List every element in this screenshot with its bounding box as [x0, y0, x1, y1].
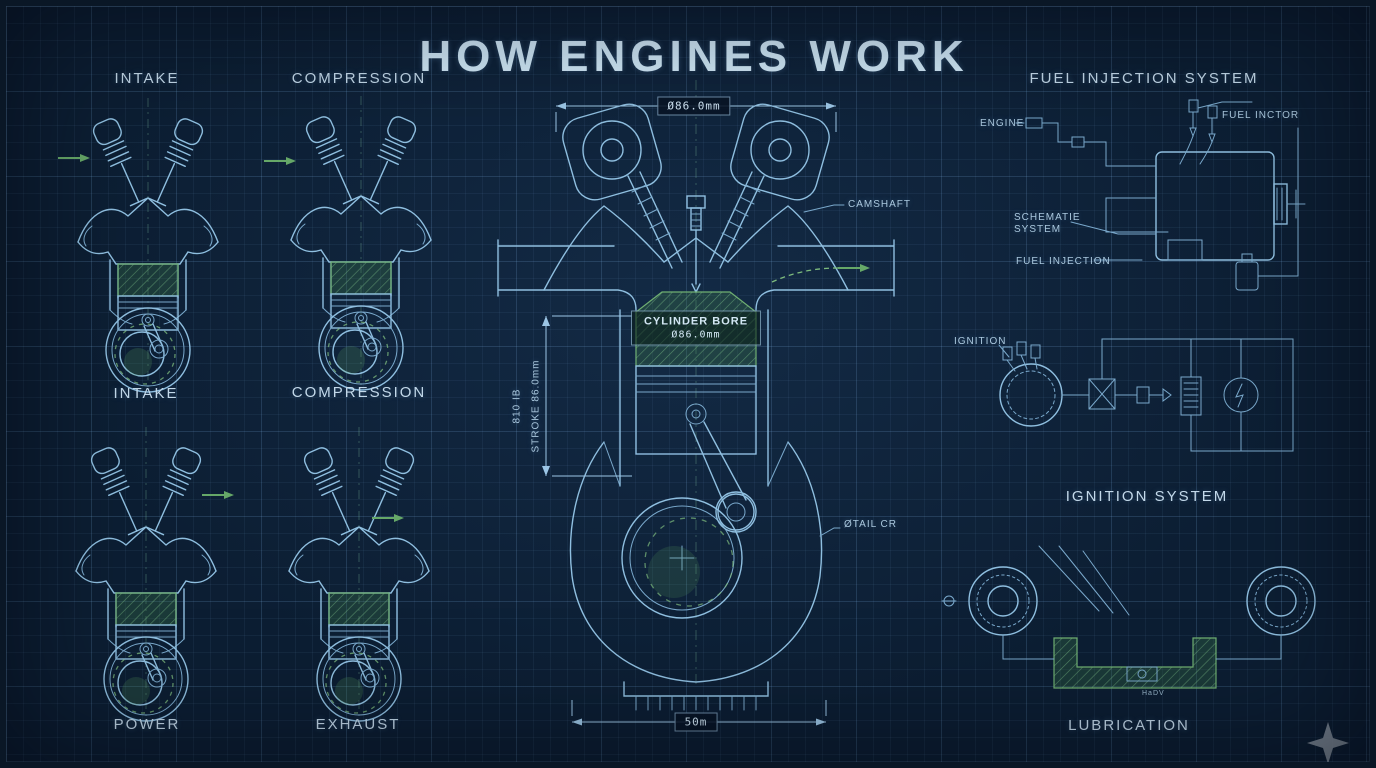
cylinder-bore-callout: CYLINDER BORE Ø86.0mm	[630, 310, 762, 346]
label-exhaust: EXHAUST	[315, 716, 401, 733]
engine-label: ENGINE	[980, 118, 1025, 129]
ignition-circuit	[1061, 338, 1294, 452]
stroke-dimension-label-2: 810 IB	[511, 388, 523, 424]
fuel-injector-label: FUEL INCTOR	[1222, 110, 1300, 121]
label-compression-mid: COMPRESSION	[291, 384, 427, 401]
fuel-injection-label: FUEL INJECTION	[1016, 256, 1111, 267]
spark-plug	[686, 195, 706, 294]
stroke-dimension-label: STROKE 86.0mm	[530, 359, 542, 453]
engine-compression-diagram	[290, 95, 432, 391]
schematic-label-line1: SCHEMATIE	[1014, 212, 1081, 223]
power-flow-arrow	[202, 491, 234, 499]
lubrication-diagram	[941, 545, 1316, 689]
fuel-system-title: FUEL INJECTION SYSTEM	[1029, 70, 1259, 87]
exhaust-runner-arrow	[838, 264, 870, 272]
compass-star-icon	[1307, 722, 1349, 762]
schematic-label-line2: SYSTEM	[1014, 224, 1062, 235]
tail-leader-line	[819, 527, 841, 537]
camshaft-right	[730, 103, 830, 201]
main-engine-diagram	[497, 80, 895, 726]
label-power: POWER	[113, 716, 181, 733]
cylinder-bore-title: CYLINDER BORE	[643, 315, 749, 328]
ignition-system-title: IGNITION SYSTEM	[1065, 488, 1229, 505]
engine-exhaust-diagram	[288, 426, 430, 722]
blueprint-line-art	[58, 80, 1349, 762]
stroke-dimension-line	[542, 315, 632, 477]
bearing-right	[1246, 566, 1316, 636]
fuel-injector-symbols	[1179, 99, 1218, 165]
fuel-plumbing-lines	[1015, 101, 1299, 291]
label-compression-top: COMPRESSION	[291, 70, 427, 87]
engine-power-diagram	[75, 426, 217, 722]
oil-pan	[1053, 637, 1217, 689]
lubrication-title: LUBRICATION	[1068, 717, 1190, 734]
bottom-dimension-label: 50m	[674, 712, 718, 732]
label-intake-top: INTAKE	[114, 70, 180, 87]
fuel-injection-diagram	[1015, 99, 1306, 291]
camshaft-label: CAMSHAFT	[848, 199, 911, 210]
ignition-leader-line	[998, 344, 1010, 358]
label-intake-mid: INTAKE	[113, 385, 179, 402]
spark-plug-symbols	[1002, 341, 1041, 372]
intake-flow-arrow	[58, 154, 90, 162]
cylinder-bore-value: Ø86.0mm	[671, 329, 721, 341]
page-title: HOW ENGINES WORK	[419, 32, 969, 81]
ignition-label: IGNITION	[954, 336, 1007, 347]
bearing-left	[968, 566, 1038, 636]
compression-flow-arrow	[264, 157, 296, 165]
bore-dimension-label: Ø86.0mm	[657, 96, 731, 116]
datum-target-icon	[941, 595, 957, 607]
exhaust-flow-arrow	[372, 514, 404, 522]
camshaft-leader-line	[803, 204, 845, 213]
ignition-diagram	[998, 338, 1294, 452]
tail-label: ØTAIL CR	[844, 519, 898, 530]
oil-pan-label: HaDV	[1142, 690, 1165, 697]
engine-intake-diagram	[77, 97, 219, 393]
camshaft-left	[562, 103, 662, 201]
